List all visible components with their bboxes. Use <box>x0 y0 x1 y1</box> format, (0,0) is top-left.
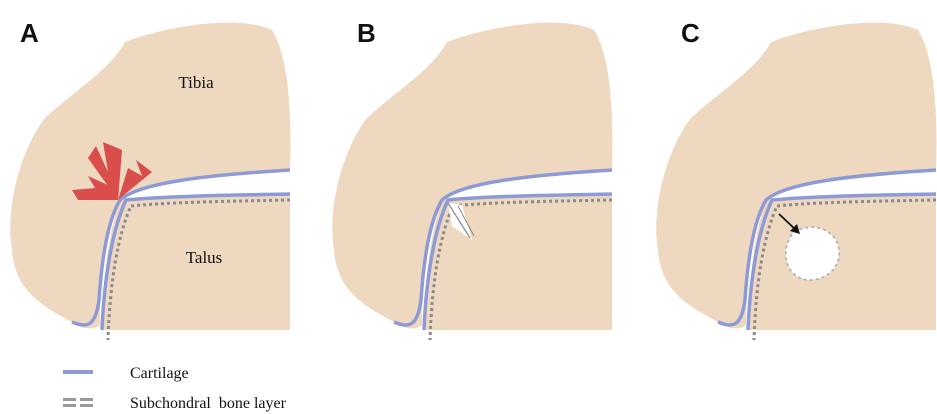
subchondral-swatch <box>63 398 93 407</box>
legend: Cartilage Subchondral bone layer <box>63 365 287 412</box>
panel-b-letter: B <box>357 18 376 48</box>
panel-a: A Tibia Talus <box>10 18 290 340</box>
legend-label-cartilage: Cartilage <box>130 365 189 382</box>
panel-c: C <box>656 18 936 340</box>
tibia-label: Tibia <box>178 73 214 92</box>
legend-item-subchondral: Subchondral bone layer <box>63 395 287 412</box>
legend-label-subchondral: Subchondral bone layer <box>130 395 287 412</box>
legend-item-cartilage: Cartilage <box>63 365 189 382</box>
panel-b: B <box>332 18 612 340</box>
talus-label: Talus <box>186 248 223 267</box>
panel-a-letter: A <box>20 18 39 48</box>
panel-c-letter: C <box>681 18 700 48</box>
cartilage-swatch <box>63 370 93 374</box>
